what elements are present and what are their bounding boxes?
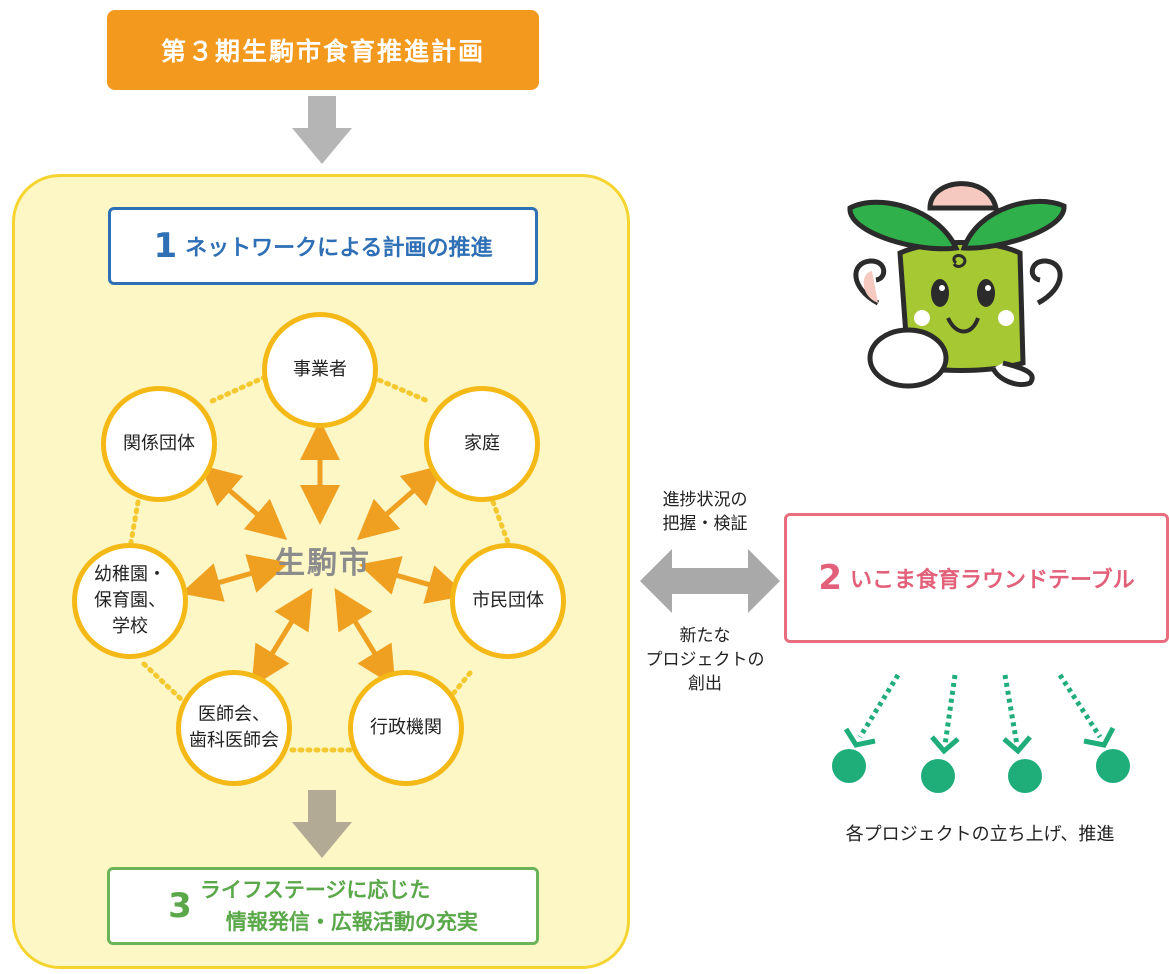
node-yochien-line1: 幼稚園・ [94,564,166,585]
project-arrows [843,673,1116,755]
lifestage-info-box: 3 ライフステージに応じた 情報発信・広報活動の充実 [107,867,539,945]
progress-check-line1: 進捗状況の [662,490,748,510]
node-jigyosha-label: 事業者 [293,359,347,380]
node-gyosei: 行政機関 [348,670,464,786]
down-arrow-bottom-icon [292,790,352,858]
new-project-line2: プロジェクトの [645,650,765,670]
network-promotion-box: 1 ネットワークによる計画の推進 [108,207,538,285]
project-dot [832,749,866,783]
node-katei: 家庭 [424,386,540,502]
box3-line2: 情報発信・広報活動の充実 [225,910,478,934]
box1-number: 1 [153,226,178,266]
node-shimin: 市民団体 [450,543,566,659]
box1-label: ネットワークによる計画の推進 [185,236,493,261]
node-yochien-line2: 保育園、 [94,590,166,611]
center-ikoma-label: 生駒市 [275,546,371,581]
node-shimin-label: 市民団体 [472,590,544,611]
box2-number: 2 [818,558,842,598]
mascot-icon [847,181,1067,389]
down-arrow-top-icon [292,96,352,164]
node-ishi-line2: 歯科医師会 [189,730,279,751]
box3-line1: ライフステージに応じた [199,878,431,902]
project-dot [1096,749,1130,783]
node-yochien: 幼稚園・ 保育園、 学校 [72,543,188,659]
node-katei-label: 家庭 [464,433,500,454]
round-table-box: 2 いこま食育ラウンドテーブル [784,513,1169,643]
network-arrows [180,420,468,688]
new-project-line1: 新たな [679,626,731,646]
project-dot [921,759,955,793]
node-jigyosha: 事業者 [262,312,378,428]
node-kankei: 関係団体 [101,386,217,502]
double-arrow-icon [640,549,780,613]
network-ring [127,374,513,753]
new-project-text: 新たな プロジェクトの 創出 [625,624,785,696]
projects-caption: 各プロジェクトの立ち上げ、推進 [845,824,1115,845]
node-gyosei-label: 行政機関 [370,717,442,738]
node-kankei-label: 関係団体 [123,433,195,454]
project-dots [832,749,1130,793]
plan-title-box: 第３期生駒市食育推進計画 [107,10,539,90]
node-yochien-line3: 学校 [112,616,148,637]
progress-check-text: 進捗状況の 把握・検証 [640,488,770,536]
project-dot [1008,759,1042,793]
plan-title: 第３期生駒市食育推進計画 [160,37,485,66]
box3-number: 3 [168,886,192,926]
new-project-line3: 創出 [688,674,722,694]
box2-label: いこま食育ラウンドテーブル [849,568,1135,593]
progress-check-line2: 把握・検証 [662,514,748,534]
node-ishi: 医師会、 歯科医師会 [176,670,292,786]
node-ishi-line1: 医師会、 [198,704,270,725]
